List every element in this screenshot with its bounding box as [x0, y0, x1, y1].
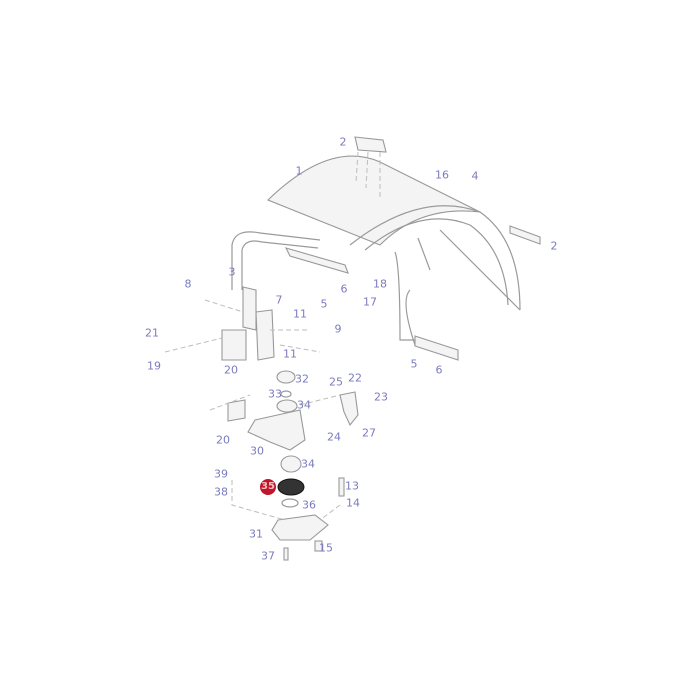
- highlighted-part-label[interactable]: 35: [260, 479, 276, 495]
- part-label-27[interactable]: 27: [362, 426, 376, 440]
- bracket-right: [509, 225, 541, 245]
- part-label-39[interactable]: 39: [214, 467, 228, 481]
- part-label-13[interactable]: 13: [345, 479, 359, 493]
- part-label-1[interactable]: 1: [295, 164, 303, 178]
- part-label-36[interactable]: 36: [302, 498, 316, 512]
- part-label-5[interactable]: 5: [320, 297, 328, 311]
- bolt-13: [338, 477, 345, 497]
- pin-37: [283, 547, 289, 561]
- bracket-top: [354, 136, 387, 153]
- part-label-34[interactable]: 34: [301, 457, 315, 471]
- part-label-9[interactable]: 9: [334, 322, 342, 336]
- bearing-34: [276, 399, 298, 413]
- plate-7: [255, 309, 275, 361]
- part-label-24[interactable]: 24: [327, 430, 341, 444]
- part-label-34[interactable]: 34: [297, 398, 311, 412]
- part-label-31[interactable]: 31: [249, 527, 263, 541]
- plate: [242, 286, 257, 331]
- pivot-arm-30: [247, 409, 306, 451]
- cap-32: [276, 370, 296, 384]
- support-arm: [231, 231, 321, 290]
- part-label-30[interactable]: 30: [250, 444, 264, 458]
- fender-arch: [349, 205, 521, 311]
- part-label-6[interactable]: 6: [340, 282, 348, 296]
- clamp-20: [227, 399, 246, 422]
- part-label-22[interactable]: 22: [348, 371, 362, 385]
- part-label-14[interactable]: 14: [346, 496, 360, 510]
- part-label-33[interactable]: 33: [268, 387, 282, 401]
- clamp: [221, 329, 247, 361]
- rail-left: [284, 247, 349, 274]
- part-label-21[interactable]: 21: [145, 326, 159, 340]
- part-label-11[interactable]: 11: [283, 347, 297, 361]
- part-label-18[interactable]: 18: [373, 277, 387, 291]
- fender-panel: [267, 155, 481, 246]
- part-label-16[interactable]: 16: [435, 168, 449, 182]
- part-label-37[interactable]: 37: [261, 549, 275, 563]
- part-label-7[interactable]: 7: [275, 293, 283, 307]
- part-label-6[interactable]: 6: [435, 363, 443, 377]
- part-label-20[interactable]: 20: [216, 433, 230, 447]
- part-label-38[interactable]: 38: [214, 485, 228, 499]
- part-label-17[interactable]: 17: [363, 295, 377, 309]
- part-label-5[interactable]: 5: [410, 357, 418, 371]
- bearing-34b: [280, 455, 302, 473]
- part-label-25[interactable]: 25: [329, 375, 343, 389]
- part-label-19[interactable]: 19: [147, 359, 161, 373]
- bushing-15: [314, 540, 323, 552]
- part-label-8[interactable]: 8: [184, 277, 192, 291]
- base-31: [271, 514, 329, 541]
- part-label-11[interactable]: 11: [293, 307, 307, 321]
- bracket-25: [339, 391, 359, 427]
- fender-side: [405, 229, 521, 346]
- part-35: [277, 478, 305, 496]
- part-label-4[interactable]: 4: [471, 169, 479, 183]
- part-label-15[interactable]: 15: [319, 541, 333, 555]
- part-label-2[interactable]: 2: [339, 135, 347, 149]
- washer-33: [280, 390, 292, 398]
- part-label-23[interactable]: 23: [374, 390, 388, 404]
- part-label-20[interactable]: 20: [224, 363, 238, 377]
- ring-36: [281, 498, 299, 508]
- part-label-32[interactable]: 32: [295, 372, 309, 386]
- rail-right: [414, 335, 459, 361]
- part-label-3[interactable]: 3: [228, 265, 236, 279]
- part-label-2[interactable]: 2: [550, 239, 558, 253]
